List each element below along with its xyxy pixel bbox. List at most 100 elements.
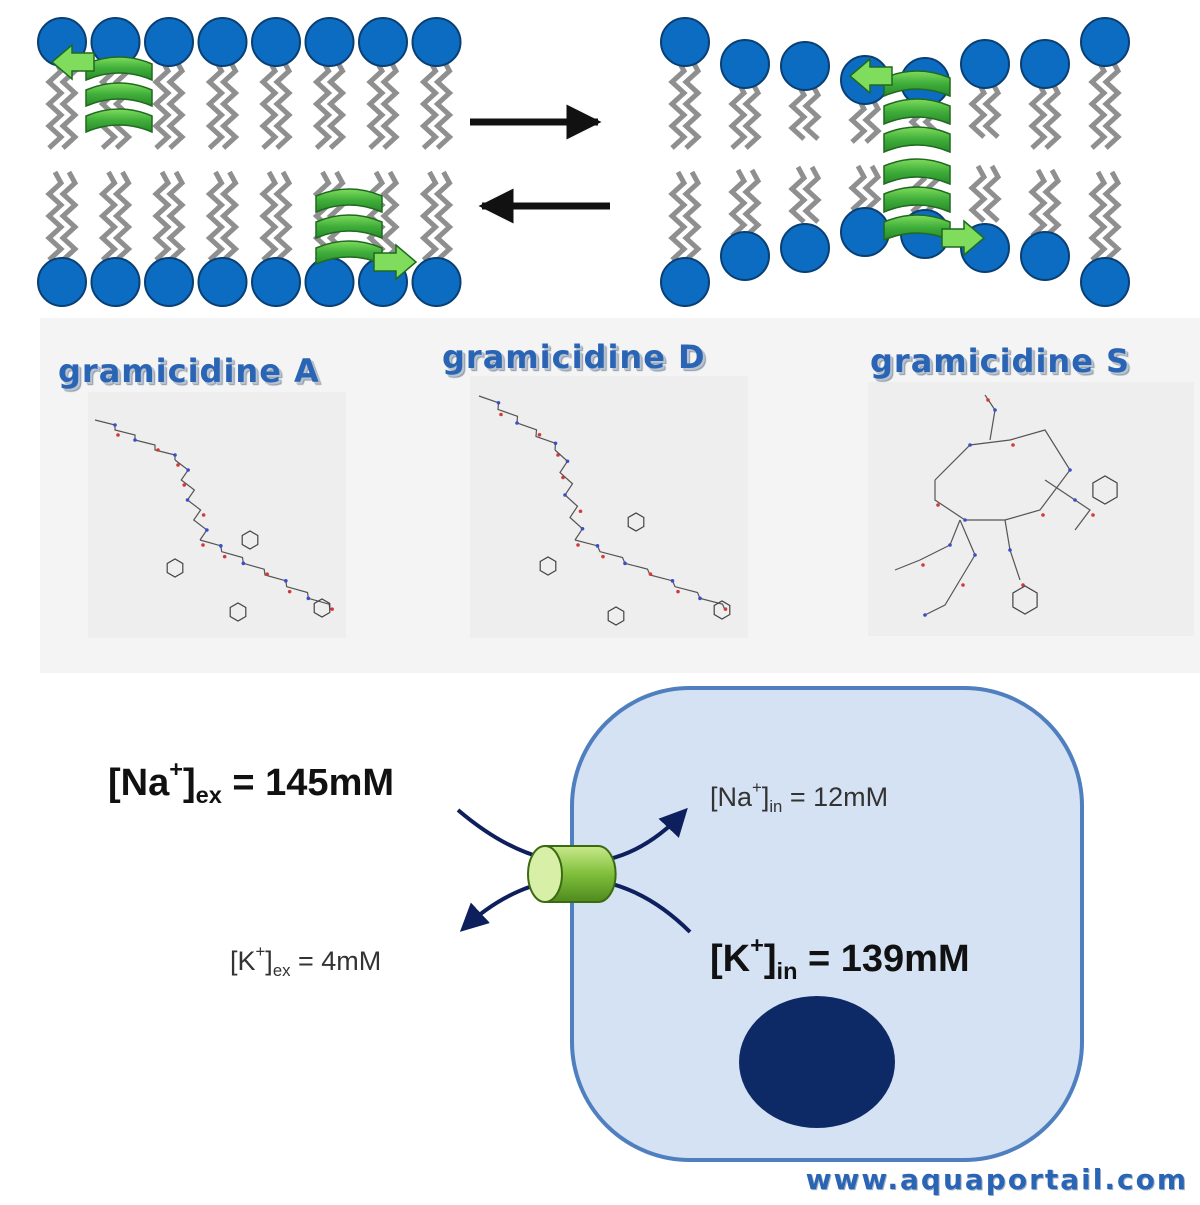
cell-body — [570, 686, 1084, 1162]
lipid-headgroup — [144, 17, 194, 67]
lipid-tail — [219, 58, 240, 150]
channel-icon — [527, 845, 617, 903]
aromatic-ring — [713, 600, 731, 620]
aromatic-ring — [1012, 585, 1038, 615]
nitrogen-atom — [565, 459, 570, 464]
nitrogen-atom — [963, 518, 967, 522]
lipid-tail — [742, 80, 762, 150]
lipid-tail — [433, 58, 454, 150]
lipid-tail — [848, 96, 868, 144]
structure-d-box — [470, 376, 748, 638]
nitrogen-atom — [948, 543, 952, 547]
oxygen-atom — [116, 433, 120, 437]
lipid-tail — [312, 58, 333, 150]
nitrogen-atom — [241, 561, 246, 566]
lipid-tail — [205, 58, 226, 150]
lipid-tail — [968, 80, 988, 139]
aromatic-ring — [1092, 475, 1118, 505]
nitrogen-atom — [496, 400, 501, 405]
nitrogen-atom — [186, 468, 190, 472]
lipid-tail — [968, 164, 988, 223]
helix-icon — [50, 43, 153, 134]
oxygen-atom — [201, 513, 206, 517]
lipid-headgroup — [411, 17, 462, 67]
oxygen-atom — [222, 554, 227, 559]
nitrogen-atom — [670, 579, 675, 583]
lipid-headgroup — [197, 257, 248, 307]
lipid-headgroup — [411, 257, 462, 307]
helix-turn — [85, 108, 153, 134]
lipid-headgroup — [780, 223, 830, 273]
structure-d-title: gramicidine D — [442, 338, 706, 376]
lipid-headgroup — [197, 17, 248, 67]
lipid-tail — [982, 80, 1002, 139]
nitrogen-atom — [1073, 498, 1077, 502]
lipid-tail — [862, 96, 882, 144]
nitrogen-atom — [173, 453, 177, 457]
lipid-headgroup — [90, 257, 141, 307]
nitrogen-atom — [563, 493, 567, 497]
structure-a-skeletal-formula — [94, 419, 334, 622]
oxygen-atom — [1041, 513, 1045, 517]
aromatic-ring — [166, 558, 184, 578]
bond-chain — [894, 519, 961, 571]
helix-arrow — [941, 219, 986, 257]
oxygen-atom — [1011, 443, 1015, 447]
lipid-headgroup — [1020, 231, 1070, 281]
oxygen-atom — [287, 589, 292, 594]
lipid-tail — [366, 170, 386, 262]
lipid-tail — [1102, 170, 1122, 262]
aromatic-ring — [313, 598, 331, 618]
structure-a-title: gramicidine A — [58, 352, 320, 390]
potassium-intracellular-label: [K+]in = 139mM — [710, 932, 970, 985]
lipid-headgroup — [1020, 39, 1070, 89]
nitrogen-atom — [219, 544, 223, 548]
helix-turn — [883, 126, 951, 154]
oxygen-atom — [156, 448, 160, 452]
nitrogen-atom — [1008, 548, 1012, 552]
lipid-tail — [273, 58, 293, 150]
helix-turn — [883, 186, 951, 214]
nitrogen-atom — [623, 561, 627, 566]
helix-arrow — [373, 243, 418, 281]
lipid-tail — [152, 170, 172, 262]
oxygen-atom — [986, 398, 990, 402]
nitrogen-atom — [205, 528, 209, 532]
helix-icon — [883, 158, 986, 257]
lipid-tail — [788, 165, 808, 224]
lipid-tail — [59, 170, 79, 262]
nitrogen-atom — [284, 579, 288, 583]
lipid-tail — [728, 168, 748, 238]
lipid-tail — [112, 58, 133, 150]
lipid-tail — [682, 58, 702, 150]
aromatic-ring — [229, 602, 247, 622]
lipid-tail — [1042, 168, 1062, 238]
lipid-headgroup — [660, 257, 710, 307]
membrane-left — [37, 17, 462, 307]
helix-arrow — [50, 43, 95, 81]
oxygen-atom — [1091, 513, 1095, 517]
oxygen-atom — [265, 572, 269, 576]
lipid-tail — [45, 58, 65, 150]
oxygen-atom — [1021, 583, 1025, 587]
aromatic-ring — [241, 530, 259, 550]
nitrogen-atom — [698, 596, 702, 601]
lipid-tail — [419, 170, 440, 262]
lipid-tail — [205, 170, 226, 262]
lipid-tail — [1042, 80, 1062, 150]
structure-s-title: gramicidine S — [870, 342, 1131, 380]
lipid-tail — [366, 58, 386, 150]
nitrogen-atom — [515, 421, 519, 425]
lipid-tail — [219, 170, 240, 262]
lipid-tail — [848, 164, 868, 212]
helix-turn — [315, 188, 383, 214]
oxygen-atom — [499, 412, 503, 417]
lipid-tail — [166, 170, 186, 262]
lipid-tail — [862, 164, 882, 212]
nitrogen-atom — [133, 438, 137, 442]
nitrogen-atom — [113, 423, 117, 427]
lipid-tail — [380, 58, 400, 150]
lipid-tail — [152, 58, 172, 150]
